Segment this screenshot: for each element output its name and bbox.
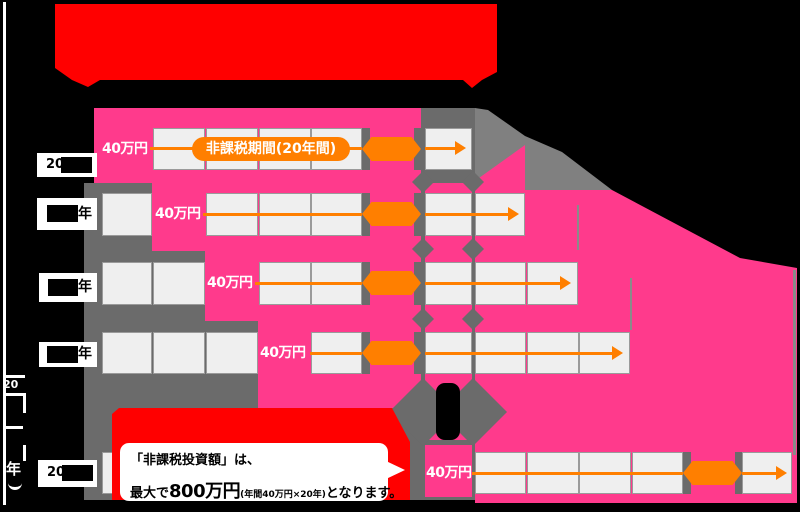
callout-suffix: となります。: [325, 486, 403, 501]
break-diamond-icon: [412, 171, 434, 193]
axis-label-number: 20: [3, 378, 19, 391]
callout-pointer: [386, 461, 405, 479]
timeline-break-icon: [362, 137, 421, 161]
callout-total-amount: 800万円: [169, 481, 241, 502]
row-label-mask: [47, 205, 78, 222]
row-label-box: 20: [38, 460, 97, 487]
axis-bracket: [23, 445, 26, 461]
period-line: [425, 352, 615, 355]
timeline-break-icon: [362, 271, 421, 295]
timeline-break-icon: [683, 461, 742, 485]
past-year-cell: [102, 262, 152, 305]
period-line: [742, 472, 779, 475]
axis-label-year: 年: [6, 460, 22, 478]
axis-paren-icon: [8, 478, 22, 490]
arrow-head-icon: [455, 141, 466, 155]
period-line: [425, 282, 563, 285]
timeline-break-icon: [362, 202, 421, 226]
callout-line-2: 最大で 800万円 (年間40万円×20年) となります。: [130, 477, 403, 502]
period-line: [425, 213, 511, 216]
past-year-cell: [102, 193, 152, 236]
break-diamond-icon: [412, 238, 434, 260]
past-year-cell: [153, 262, 205, 305]
row-label-mask: [62, 465, 93, 481]
investment-amount: 40万円: [207, 275, 253, 291]
row-label-box: 年: [39, 342, 97, 367]
period-line: [472, 472, 683, 475]
investment-amount-box: [425, 445, 472, 497]
axis-tick: [3, 375, 25, 378]
row-label-box: 年: [37, 198, 97, 230]
axis-bracket: [3, 426, 23, 429]
break-diamond-icon: [462, 308, 484, 330]
past-year-cell: [206, 332, 258, 374]
row-label-mask: [47, 346, 78, 363]
arrow-head-icon: [508, 207, 519, 221]
period-line: [425, 147, 458, 150]
row-label: 20: [47, 465, 66, 480]
period-line: [310, 352, 362, 355]
investment-amount: 40万円: [155, 206, 201, 222]
arrow-head-icon: [560, 276, 571, 290]
break-line-left: [421, 183, 424, 383]
axis-bracket: [23, 393, 26, 413]
row-label-box: 年: [39, 273, 97, 302]
break-diamond-icon: [462, 171, 484, 193]
break-diamond-icon: [412, 308, 434, 330]
row-label: 年: [78, 206, 92, 222]
row-label-mask: [48, 279, 78, 296]
callout-line-1: 「非課税投資額」は、: [130, 453, 261, 468]
past-year-cell: [153, 332, 205, 374]
arrow-head-icon: [612, 346, 623, 360]
column-guide-line: [577, 205, 579, 250]
title-banner: [55, 4, 497, 88]
callout-prefix: 最大で: [130, 486, 170, 501]
row-label: 20: [46, 157, 65, 172]
row-label: 年: [78, 279, 92, 295]
column-guide-line: [630, 278, 632, 330]
callout-bubble: [120, 443, 388, 501]
investment-amount: 40万円: [102, 141, 148, 157]
tax-free-period-pill: 非課税期間(20年間): [192, 137, 350, 161]
investment-amount: 40万円: [260, 345, 306, 361]
left-axis-line: [3, 2, 6, 505]
arrow-head-icon: [776, 466, 787, 480]
break-diamond-icon: [462, 238, 484, 260]
row-label-mask: [61, 157, 92, 173]
past-year-cell: [102, 332, 152, 374]
row-label-box: 20: [37, 153, 97, 177]
timeline-break-icon: [362, 341, 421, 365]
ellipsis-break-icon: [436, 383, 460, 440]
period-line: [255, 282, 362, 285]
callout-note: (年間40万円×20年): [240, 490, 326, 500]
column-guide-line: [793, 270, 796, 455]
axis-bracket: [3, 393, 25, 396]
row-label: 年: [78, 346, 92, 362]
investment-amount: 40万円: [426, 465, 472, 481]
period-line: [203, 213, 362, 216]
